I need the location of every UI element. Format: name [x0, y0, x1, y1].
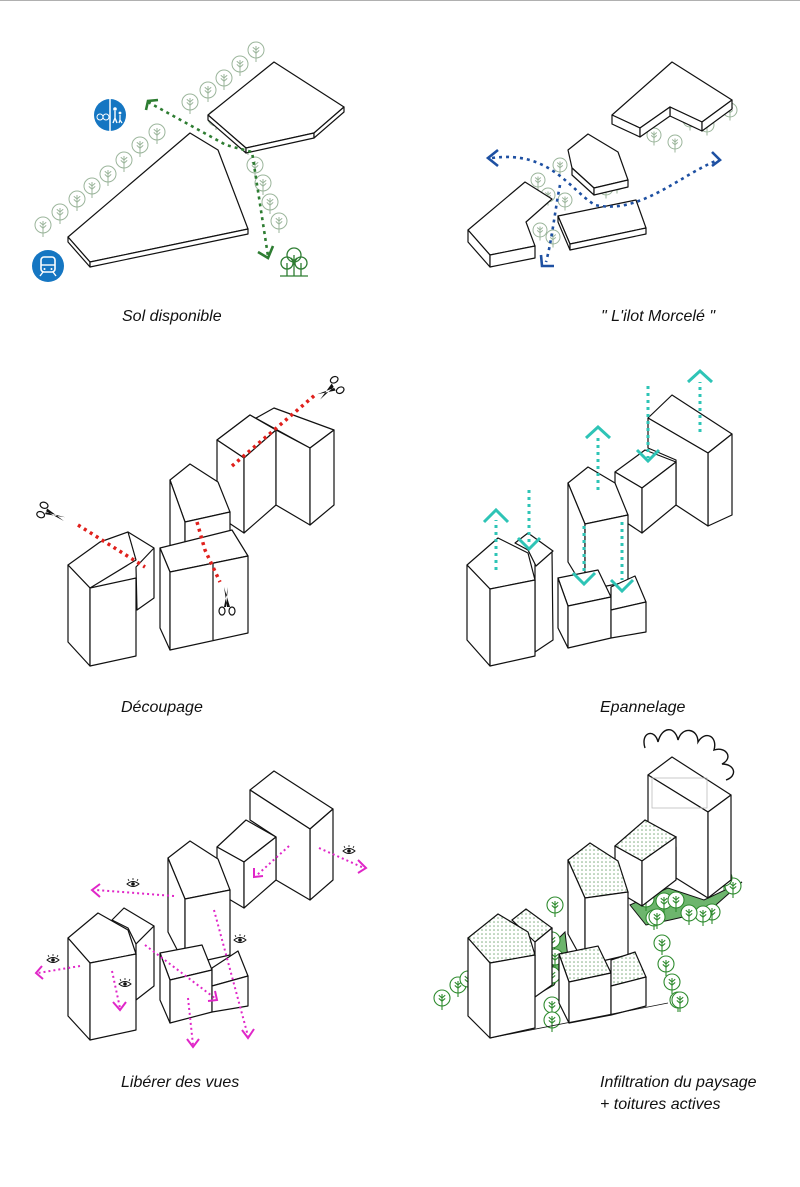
sun-icon: [643, 729, 735, 781]
sol-disponible-drawing: [32, 41, 345, 282]
eye-icon: [233, 934, 247, 943]
block-tall-right: [647, 394, 733, 527]
tree-icon: [667, 134, 683, 153]
magenta-view-arrows: [37, 845, 365, 1046]
tree-icon: [254, 174, 272, 195]
scissors-icon: [218, 587, 236, 616]
tree-icon: [181, 93, 199, 114]
tree-icon: [694, 905, 712, 926]
block-left: [466, 532, 554, 667]
panel-decoupage: Découpage: [0, 350, 400, 730]
top-border: [0, 0, 800, 1]
red-cut-lines: [77, 393, 317, 583]
tree-icon: [261, 193, 279, 214]
decoupage-drawing: [36, 375, 345, 667]
building-l-shape: [611, 61, 733, 138]
plot-large: [67, 132, 249, 268]
tree-icon: [663, 973, 681, 994]
panel-epannelage: Epannelage: [400, 350, 800, 730]
tree-icon: [270, 212, 288, 233]
building-bar: [557, 199, 647, 251]
tree-icon: [530, 172, 546, 191]
caption-epannelage: Epannelage: [600, 699, 686, 716]
tree-icon: [83, 177, 101, 198]
tree-icon: [657, 955, 675, 976]
tree-icon: [68, 190, 86, 211]
bike-pedestrian-sign-icon: [94, 99, 126, 131]
tree-icon: [545, 229, 561, 248]
block-cube: [216, 819, 277, 909]
tree-icon: [552, 157, 568, 176]
train-icon: [32, 250, 64, 282]
caption-ilot-morcele: " L'ilot Morcelé ": [601, 308, 716, 325]
tree-icon: [546, 896, 564, 917]
tree-icon: [51, 203, 69, 224]
caption-liberer-vues: Libérer des vues: [121, 1074, 240, 1091]
eye-icon: [46, 954, 60, 963]
eye-icons: [46, 845, 356, 987]
tree-row-left: [34, 41, 265, 237]
green-path-arrow: [144, 98, 275, 260]
tree-icon: [646, 127, 662, 146]
tree-icon: [115, 151, 133, 172]
panel-sol-disponible: Sol disponible: [0, 0, 400, 340]
panel-infiltration: Infiltration du paysage + toitures activ…: [400, 720, 800, 1120]
tree-icon: [131, 136, 149, 157]
tree-icon: [231, 55, 249, 76]
tree-icon: [215, 69, 233, 90]
tree-icon: [653, 934, 671, 955]
caption-sol-disponible: Sol disponible: [122, 308, 222, 325]
block-tall-right: [216, 407, 335, 534]
liberer-vues-drawing: [34, 770, 368, 1049]
infiltration-drawing: [433, 729, 743, 1039]
block-low-front: [557, 569, 647, 649]
tree-icon: [247, 41, 265, 62]
tree-icon: [543, 1011, 561, 1032]
eye-icon: [342, 845, 356, 854]
caption-decoupage: Découpage: [121, 699, 203, 716]
eye-icon: [118, 978, 132, 987]
tree-icon: [99, 165, 117, 186]
block-low-front: [558, 945, 647, 1024]
block-middle-front: [159, 529, 249, 651]
block-left: [467, 908, 669, 1039]
blue-path-arrows: [485, 148, 722, 268]
tree-icon: [148, 123, 166, 144]
block-left: [67, 907, 155, 1041]
eye-icon: [126, 878, 140, 887]
building-hexagon: [567, 133, 629, 196]
epannelage-drawing: [466, 368, 733, 667]
tree-icon: [34, 216, 52, 237]
panel-ilot-morcele: " L'ilot Morcelé ": [400, 0, 800, 340]
tree-icon: [433, 989, 451, 1010]
teal-arrows: [482, 368, 714, 594]
tree-icon: [532, 222, 548, 241]
building-left: [467, 181, 553, 268]
tree-icon: [671, 991, 689, 1012]
tree-icon: [680, 904, 698, 925]
tree-icon: [246, 156, 264, 177]
ilot-morcele-drawing: [467, 61, 738, 268]
block-tall-right: [249, 770, 334, 901]
panel-liberer-vues: Libérer des vues: [0, 740, 400, 1120]
plot-small: [207, 61, 345, 154]
caption-infiltration-line2: + toitures actives: [600, 1096, 721, 1113]
tree-icon: [199, 81, 217, 102]
caption-infiltration-line1: Infiltration du paysage: [600, 1074, 757, 1091]
scissors-icon: [36, 501, 66, 521]
tree-icon: [648, 908, 666, 929]
tree-icon: [557, 192, 573, 211]
scissors-icon: [317, 375, 345, 400]
arrow-heads: [34, 859, 368, 1049]
block-left: [67, 531, 155, 667]
tree-icon: [667, 891, 685, 912]
forest-icon: [280, 247, 308, 277]
